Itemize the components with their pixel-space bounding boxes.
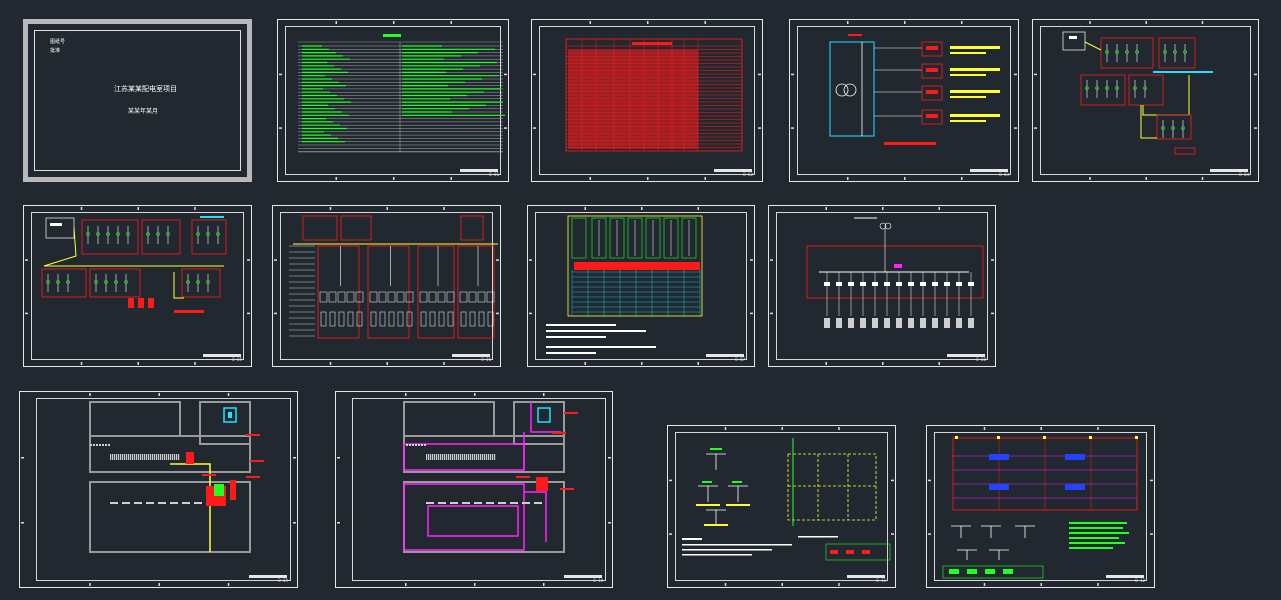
floor-plan-1 [89,401,264,553]
sheet-feeder-diagram[interactable]: D-08 [768,205,996,367]
index-drawing [298,34,505,153]
sheet-switchgear-panels[interactable]: D-06 [272,205,501,367]
transformer-diagram [829,34,1000,145]
drawing-number: D-09 [278,578,288,583]
grounding-details-diagram [682,438,891,561]
sheet-index[interactable]: D-01 [277,19,509,182]
floor-plan-2 [403,401,578,553]
drawing-number: D-11 [876,578,886,583]
sheet-single-line-1[interactable]: D-04 [1032,19,1259,182]
sheet-transformer[interactable]: D-03 [789,19,1019,182]
drawing-number: D-06 [481,357,491,362]
drawing-number: D-12 [1135,578,1145,583]
sheet-lighting-plan[interactable]: D-12 [926,425,1155,588]
drawing-number: D-02 [743,172,753,177]
drawing-number: D-01 [489,172,499,177]
sheet-cover[interactable]: 图纸号 批准 江苏某某配电室项目 某某年某月 [23,19,252,182]
distribution-table-diagram [546,215,703,354]
drawing-number: D-10 [593,578,603,583]
single-line-diagram-2 [41,216,227,313]
equipment-table [565,38,743,152]
drawing-number: D-07 [735,357,745,362]
feeder-diagram [806,217,984,328]
cover-frame [34,30,241,171]
single-line-diagram-1 [1062,31,1213,155]
cover-title: 江苏某某配电室项目 [114,85,177,93]
lighting-plan-diagram [942,436,1138,579]
drawing-number: D-04 [1239,172,1249,177]
drawing-number: D-03 [999,172,1009,177]
cover-line-1: 图纸号 [50,39,66,45]
sheet-floor-plan-2[interactable]: D-10 [335,391,613,588]
drawing-number: D-05 [232,357,242,362]
switchgear-panels-diagram [289,215,498,339]
sheet-equipment-table[interactable]: D-02 [531,19,763,182]
drawing-number: D-08 [976,357,986,362]
sheet-grounding-details[interactable]: D-11 [667,425,896,588]
cover-date: 某某年某月 [128,108,159,115]
sheet-floor-plan-1[interactable]: D-09 [19,391,298,588]
sheet-single-line-2[interactable]: D-05 [23,205,252,367]
cover-line-2: 批准 [50,48,61,54]
sheet-distribution-table[interactable]: D-07 [527,205,755,367]
